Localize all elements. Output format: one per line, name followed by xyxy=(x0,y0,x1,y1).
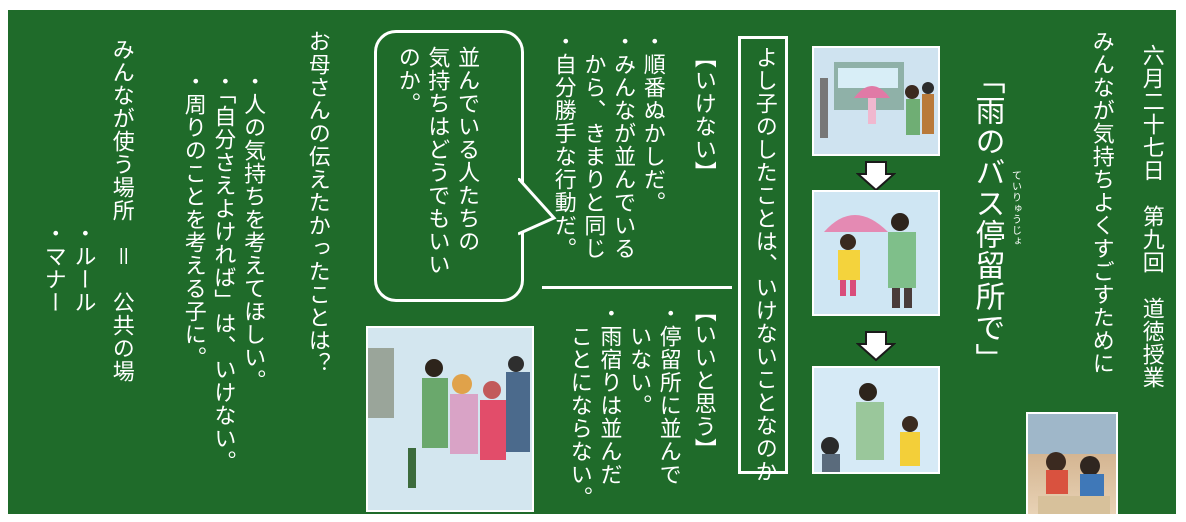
good-header: 【いいと思う】 xyxy=(690,300,716,461)
down-arrow-icon xyxy=(856,161,896,192)
bad-points: ・順番ぬかしだ。 ・みんなが並んでいる から、きまりと同じ ・自分勝手な行動だ。 xyxy=(550,30,665,260)
lesson-title: 「雨のバス停留所で」 xyxy=(969,64,1005,374)
divider-line xyxy=(542,286,732,289)
mother-points: ・人の気持ちを考えてほしい。 ・「自分さえよければ」は、いけない。 ・周りのこと… xyxy=(180,70,266,473)
question-box xyxy=(738,36,788,474)
public-points: ・ルール ・マナー xyxy=(40,222,96,314)
title-furigana: ていりゅうじょ xyxy=(1009,170,1021,247)
down-arrow-icon xyxy=(856,331,896,362)
illustration-crowd xyxy=(366,326,534,512)
chalkboard: 六月二十七日 第九回 道徳授業 みんなが気持ちよくすごすために 「雨のバス停留所… xyxy=(8,10,1176,516)
bad-header: 【いけない】 xyxy=(690,46,716,184)
good-points: ・停留所に並んで いない。 ・雨宿りは並んだ ことにならない。 xyxy=(566,302,681,509)
illustration-mother-girl xyxy=(812,366,940,474)
theme-line: みんなが気持ちよくすごすために xyxy=(1088,30,1114,375)
speech-bubble-tail xyxy=(518,178,557,236)
illustration-bus-stop xyxy=(812,46,940,156)
question-text: よし子のしたことは、いけないことなのか xyxy=(751,46,777,483)
mother-question: お母さんの伝えたかったことは？ xyxy=(304,30,330,375)
lesson-header: 六月二十七日 第九回 道徳授業 xyxy=(1138,44,1164,389)
photo-classroom xyxy=(1026,412,1118,516)
speech-bubble-text: 並んでいる人たちの 気持ちはどうでもいい のか。 xyxy=(394,46,480,276)
public-line: みんなが使う場所 ＝ 公共の場 xyxy=(108,38,134,383)
top-margin xyxy=(0,0,1186,12)
speech-bubble xyxy=(374,30,524,302)
illustration-girl-umbrella xyxy=(812,190,940,316)
